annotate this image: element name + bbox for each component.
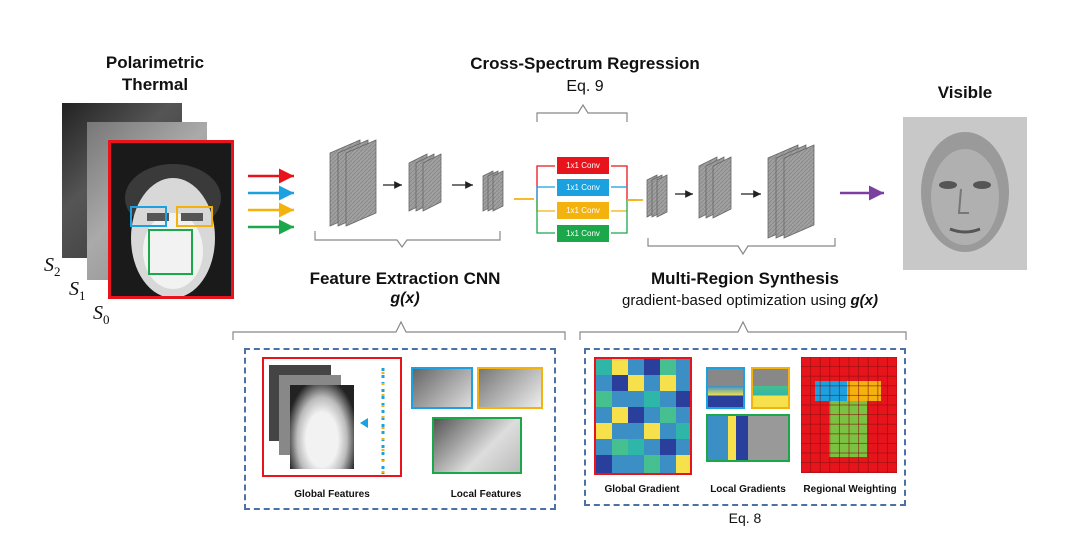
local-feature-eye-left: [411, 367, 473, 409]
stokes-s0: S0: [93, 302, 110, 327]
synthesis-title: Multi-Region Synthesis: [651, 269, 839, 288]
conv-red: 1x1 Conv: [557, 157, 609, 174]
global-feature-box: [262, 357, 402, 477]
regional-weighting-label: Regional Weighting: [803, 484, 897, 495]
conv-branch-lines: [536, 165, 638, 234]
feature-cnn-func: g(x): [390, 290, 420, 307]
stokes-s1: S1: [69, 278, 86, 303]
local-gradient-eye-left: [706, 367, 745, 409]
regional-weighting-map: [801, 357, 897, 473]
local-features-label: Local Features: [450, 489, 522, 500]
output-title: Visible: [937, 83, 993, 102]
eq8-label: Eq. 8: [728, 510, 762, 526]
global-gradient-label: Global Gradient: [604, 484, 680, 495]
local-gradient-eye-right: [751, 367, 790, 409]
encoder-layers: [329, 139, 504, 227]
decoder-layers: [646, 144, 815, 239]
visible-face-image: [903, 117, 1027, 270]
feature-cnn-title: Feature Extraction CNN: [309, 269, 501, 288]
global-gradient-grid: [596, 359, 690, 473]
global-features-label: Global Features: [294, 489, 370, 500]
local-gradients-label: Local Gradients: [710, 484, 786, 495]
eye-region-left: [130, 206, 167, 227]
global-gradient-map: [594, 357, 692, 475]
input-arrows: [248, 168, 294, 235]
regression-title: Cross-Spectrum Regression: [470, 54, 700, 73]
mouth-region: [148, 229, 193, 275]
eye-region-right: [176, 206, 213, 227]
regional-weighting-grid: [801, 357, 897, 473]
conv-yellow: 1x1 Conv: [557, 202, 609, 219]
local-gradient-mouth: [706, 414, 790, 462]
conv-blue: 1x1 Conv: [557, 179, 609, 196]
braces: [232, 103, 907, 340]
global-feature-face: [290, 385, 354, 469]
conv-green: 1x1 Conv: [557, 225, 609, 242]
input-title: Polarimetric Thermal: [105, 53, 205, 94]
local-feature-eye-right: [477, 367, 543, 409]
stokes-s2: S2: [44, 254, 61, 279]
local-feature-mouth: [432, 417, 522, 474]
synthesis-panel: [584, 348, 906, 506]
synthesis-subtitle: gradient-based optimization using g(x): [622, 292, 878, 309]
feature-panel: [244, 348, 556, 510]
regression-eq: Eq. 9: [566, 78, 604, 95]
